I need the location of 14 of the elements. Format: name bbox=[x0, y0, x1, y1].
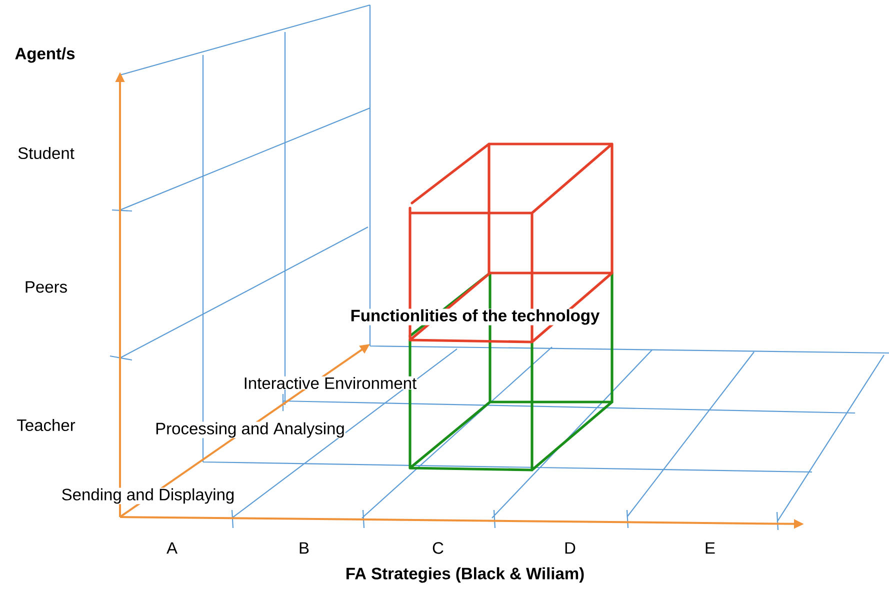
tick-label: B bbox=[298, 542, 310, 554]
tick-label: E bbox=[704, 542, 716, 554]
axis-label: Peers bbox=[24, 280, 68, 294]
axis-title: FA Strategies (Black & Wiliam) bbox=[344, 566, 586, 584]
axis-title: Functionlities of the technology bbox=[350, 308, 600, 326]
tick-label: A bbox=[166, 542, 178, 554]
axis-label: Student bbox=[17, 146, 75, 160]
tick-label: D bbox=[564, 542, 576, 554]
axis-title: Agent/s bbox=[14, 46, 76, 64]
axis-label: Interactive Environment bbox=[242, 376, 418, 390]
tick-label: C bbox=[432, 542, 444, 554]
axis-label: Teacher bbox=[16, 418, 76, 432]
axis-label: Sending and Displaying bbox=[60, 488, 236, 504]
axis-label: Processing and Analysing bbox=[154, 422, 346, 438]
